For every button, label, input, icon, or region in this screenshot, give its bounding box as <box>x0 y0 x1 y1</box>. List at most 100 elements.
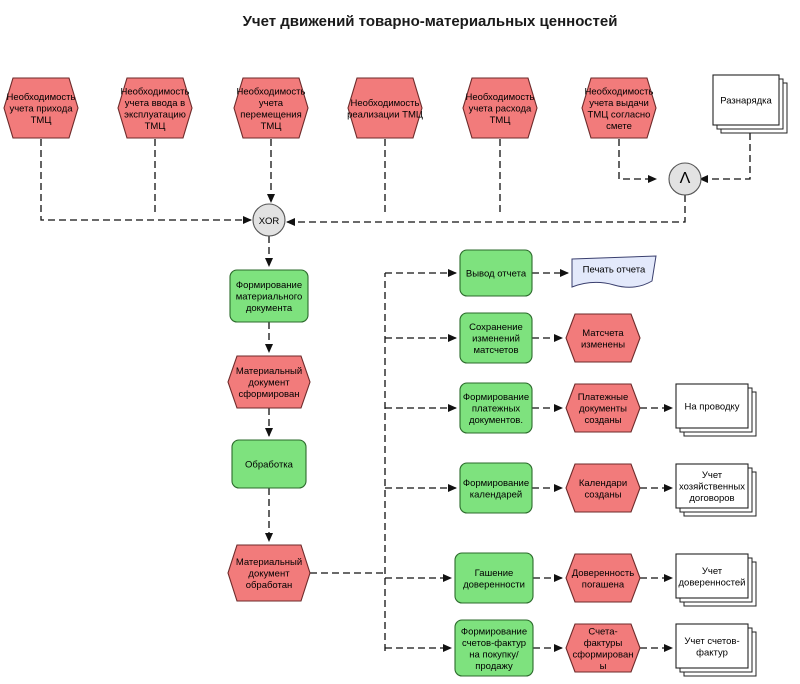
xor-connector[interactable]: XOR <box>252 203 286 237</box>
event-doc-sformirovan[interactable] <box>227 355 311 409</box>
text-line: эксплуатацию <box>124 109 186 120</box>
flow-arrow <box>40 139 252 224</box>
top-event-5[interactable] <box>462 77 538 139</box>
branch-5-event[interactable] <box>565 553 641 603</box>
function-box <box>459 382 533 434</box>
event-hexagon <box>462 77 538 139</box>
event-doc-obrabotan[interactable] <box>227 544 311 602</box>
text-line: на покупку/ <box>469 649 519 660</box>
text-line: учета выдачи <box>589 98 649 109</box>
text-line: платежных <box>472 404 521 415</box>
event-hexagon <box>565 553 641 603</box>
function-box <box>231 439 307 489</box>
text-line: погашена <box>582 579 625 590</box>
text-line: Необходимость <box>7 92 76 103</box>
text-line: Материальный <box>236 557 302 568</box>
text-line: Печать отчета <box>583 265 646 276</box>
printed-document-shape <box>571 255 657 288</box>
text-line: Учет счетов- <box>684 636 739 647</box>
event-hexagon <box>117 77 193 139</box>
branch-4-function[interactable] <box>459 462 533 514</box>
function-box <box>459 249 533 297</box>
text-line: Необходимость <box>121 86 190 97</box>
top-event-2[interactable] <box>117 77 193 139</box>
text-line: перемещения <box>240 109 302 120</box>
text-line: сформирован <box>572 649 633 660</box>
text-line: сформирован <box>238 389 299 400</box>
connector-circle <box>252 203 286 237</box>
event-hexagon <box>581 77 657 139</box>
func-formirovanie-doc[interactable] <box>229 269 309 323</box>
branch-1-function[interactable] <box>459 249 533 297</box>
text-line: Материальный <box>236 366 302 377</box>
flow-connections <box>40 133 751 652</box>
xor-connector-label: XOR <box>259 216 280 227</box>
function-box <box>459 462 533 514</box>
branch-2-event[interactable] <box>565 313 641 363</box>
text-line: ы <box>600 661 607 672</box>
and-connector[interactable]: Λ <box>668 162 702 196</box>
text-line: ТМЦ <box>145 121 166 132</box>
top-event-1[interactable] <box>3 77 79 139</box>
text-line: ТМЦ <box>490 115 511 126</box>
text-line: учета ввода в <box>125 98 185 109</box>
text-line: изменений <box>472 334 520 345</box>
text-line: Обработка <box>245 460 294 471</box>
text-line: матсчетов <box>474 345 519 356</box>
event-hexagon <box>565 383 641 433</box>
branch-2-function[interactable] <box>459 312 533 364</box>
text-line: доверенности <box>463 579 525 590</box>
text-line: ТМЦ <box>261 121 282 132</box>
branch-3-function[interactable] <box>459 382 533 434</box>
text-line: документы <box>579 404 627 415</box>
branch-1-output-print[interactable] <box>571 255 657 288</box>
branch-6-document[interactable] <box>675 623 757 677</box>
document-shape <box>675 623 749 669</box>
text-line: документов. <box>469 415 523 426</box>
top-event-4[interactable] <box>347 77 423 139</box>
text-line: материального <box>236 292 303 303</box>
branch-5-function[interactable] <box>454 552 534 604</box>
raznaryadka-document[interactable] <box>712 74 788 134</box>
branch-6-function[interactable] <box>454 619 534 677</box>
branch-3-document[interactable] <box>675 383 757 437</box>
flow-arrow <box>286 195 686 226</box>
text-line: Формирование <box>463 478 529 489</box>
text-line: фактуры <box>584 638 623 649</box>
text-line: документ <box>248 569 290 580</box>
flow-arrow <box>618 139 657 183</box>
event-hexagon <box>227 355 311 409</box>
branch-5-document[interactable] <box>675 553 757 607</box>
branch-6-event[interactable] <box>565 623 641 673</box>
document-shape <box>675 383 749 429</box>
branch-3-event[interactable] <box>565 383 641 433</box>
branch-1-output-print-label: Печать отчета <box>583 265 646 276</box>
branch-4-event[interactable] <box>565 463 641 513</box>
branch-4-document[interactable] <box>675 463 757 517</box>
branch-1-function-label: Вывод отчета <box>466 269 527 280</box>
text-line: Учет <box>702 470 723 481</box>
text-line: Необходимость <box>237 86 306 97</box>
text-line: Учет <box>702 566 723 577</box>
text-line: учета прихода <box>9 104 73 115</box>
text-line: документа <box>246 303 293 314</box>
top-event-3[interactable] <box>233 77 309 139</box>
top-event-6[interactable] <box>581 77 657 139</box>
branch-3-document-label: На проводку <box>684 402 739 413</box>
text-line: Матсчета <box>582 328 624 339</box>
text-line: ТМЦ <box>31 115 52 126</box>
func-obrabotka[interactable] <box>231 439 307 489</box>
